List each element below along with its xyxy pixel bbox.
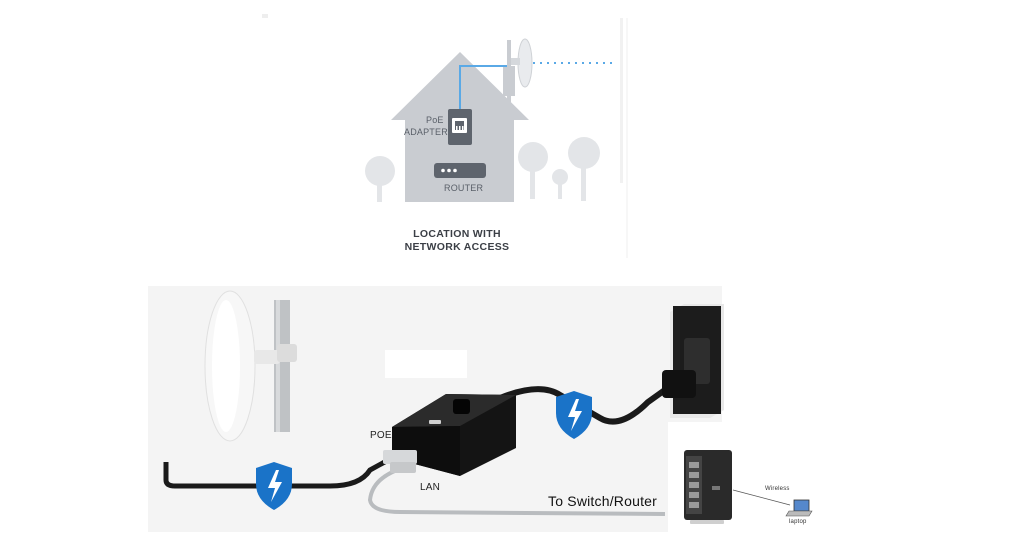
- tree-icon: [365, 156, 395, 202]
- wireless-label: Wireless: [765, 486, 790, 492]
- location-caption-line-1: LOCATION WITH: [413, 228, 501, 240]
- dish-antenna-icon: [507, 38, 533, 102]
- lan-port-label: LAN: [420, 482, 441, 493]
- laptop-label: laptop: [789, 519, 807, 525]
- location-caption-line-2: NETWORK ACCESS: [404, 241, 510, 253]
- wireless-link-line: [732, 489, 791, 506]
- tree-icon: [518, 137, 600, 201]
- poe-label: PoE: [426, 115, 444, 125]
- dish-antenna-icon: [204, 290, 297, 442]
- switch-router-label: To Switch/Router: [548, 493, 658, 509]
- laptop-icon: [785, 499, 813, 517]
- adapter-label: ADAPTER: [404, 127, 448, 137]
- wireless-router-icon: [684, 450, 732, 524]
- poe-port-label: POE: [370, 430, 392, 441]
- location-illustration: [262, 14, 623, 202]
- router-label: ROUTER: [444, 183, 484, 193]
- location-diagram: PoE ADAPTER ROUTER LOCATION WITH NETWORK…: [262, 14, 623, 254]
- rj45-connector: [383, 450, 417, 473]
- router-icon: [434, 163, 486, 178]
- poe-adapter-icon: [392, 394, 516, 476]
- power-outlet-icon: [662, 304, 724, 418]
- surge-shield-icon: [256, 462, 292, 510]
- poe-adapter-icon: [448, 109, 472, 145]
- location-caption: LOCATION WITH NETWORK ACCESS: [392, 228, 522, 254]
- surge-shield-icon: [556, 391, 592, 439]
- mounting-pole: [274, 300, 290, 432]
